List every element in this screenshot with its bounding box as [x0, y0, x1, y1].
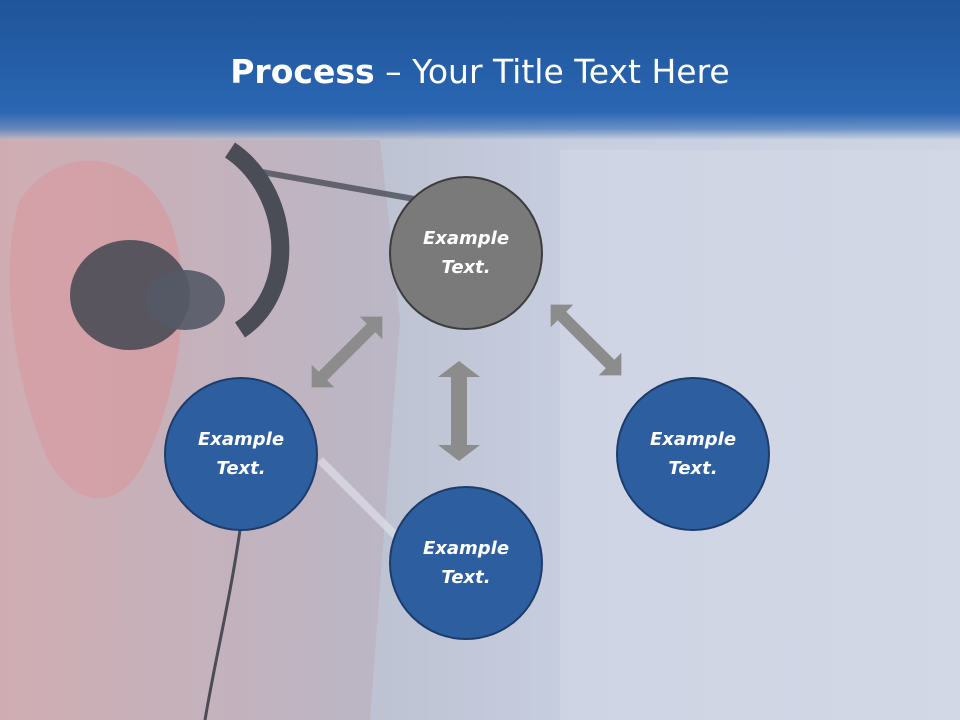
- title-bar: [0, 0, 960, 140]
- node-bottom-line1: Example: [422, 538, 510, 559]
- node-bottom-line2: Text.: [441, 567, 491, 588]
- node-left-line2: Text.: [216, 458, 266, 479]
- node-right-line2: Text.: [668, 458, 718, 479]
- node-top-line1: Example: [422, 228, 510, 249]
- node-left-line1: Example: [197, 429, 285, 450]
- node-bottom: Example Text.: [389, 486, 543, 640]
- title-rest: – Your Title Text Here: [374, 52, 730, 91]
- node-right-line1: Example: [649, 429, 737, 450]
- node-top: Example Text.: [389, 176, 543, 330]
- slide-title: Process – Your Title Text Here: [0, 52, 960, 91]
- node-top-line2: Text.: [441, 257, 491, 278]
- title-bold: Process: [230, 52, 375, 91]
- node-left: Example Text.: [164, 377, 318, 531]
- node-right: Example Text.: [616, 377, 770, 531]
